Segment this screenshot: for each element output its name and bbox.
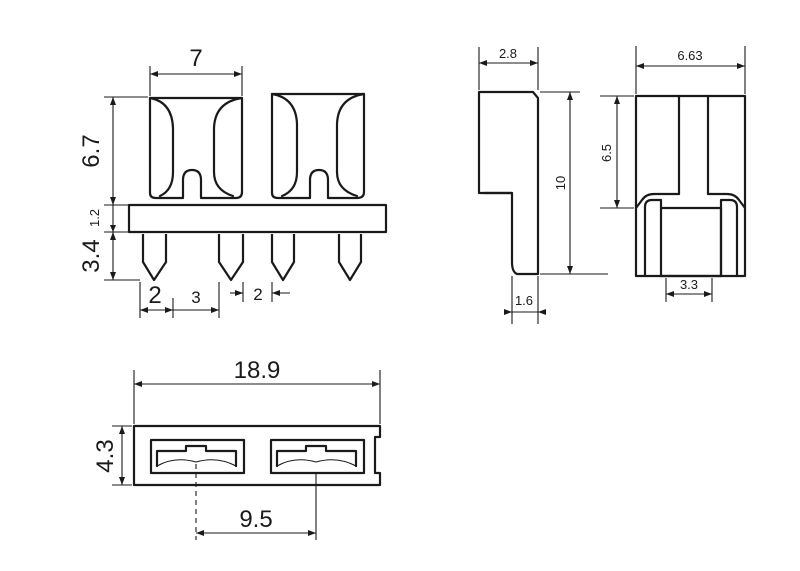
dim-side-height-label: 10 [553,176,568,190]
dim-front-body-height: 6.7 [78,96,148,206]
dim-front-width: 7 [149,45,243,96]
side-profile [477,90,540,276]
dim-front-body-height-label: 6.7 [78,134,105,167]
dim-side-height: 10 [540,91,608,275]
dim-end-slot-width: 3.3 [665,277,713,302]
side-view: 2.8 10 1.6 [477,46,608,324]
dim-front-pin-gap-label: 2 [253,285,262,304]
dim-front-pin-length: 3.4 [78,232,140,281]
dim-end-upper-height: 6.5 [599,95,634,209]
end-view: 6.63 6.5 3.3 [599,46,747,302]
dim-end-slot-width-label: 3.3 [680,277,698,292]
dim-bottom-pitch: 9.5 [195,464,317,540]
front-left-fork [148,96,244,200]
dim-bottom-pitch-label: 9.5 [239,506,272,533]
front-view: 7 6.7 1.2 3.4 [78,45,388,318]
dim-end-width-label: 6.63 [677,48,702,63]
dim-front-pin-length-label: 3.4 [78,239,105,272]
bottom-right-cavity [269,438,366,475]
front-pins [141,234,363,282]
dim-front-base-thickness: 1.2 [87,205,128,233]
dim-front-pin-pitch-label: 3 [191,288,200,307]
dim-front-width-label: 7 [189,45,202,72]
dim-side-tip-width: 1.6 [504,276,546,324]
dim-end-width: 6.63 [635,46,746,94]
dim-side-tip-width-label: 1.6 [515,293,533,308]
dim-bottom-height-label: 4.3 [92,439,119,472]
front-base-plate [127,203,388,234]
bottom-outline [132,424,382,487]
dim-side-top-width-label: 2.8 [499,46,517,61]
dim-side-top-width: 2.8 [478,46,539,90]
end-outline [634,94,747,278]
dim-bottom-height: 4.3 [92,425,132,486]
bottom-left-cavity [149,438,246,475]
dim-bottom-length: 18.9 [133,357,381,424]
dim-front-pin-spacing: 2 3 2 [139,282,290,318]
dim-front-base-thickness-label: 1.2 [87,209,102,227]
bottom-view: 18.9 4.3 9.5 [92,357,382,540]
dim-bottom-length-label: 18.9 [234,357,281,384]
dim-front-pin-offset-label: 2 [148,282,161,309]
front-right-fork [270,92,366,200]
dim-end-upper-height-label: 6.5 [599,144,614,162]
